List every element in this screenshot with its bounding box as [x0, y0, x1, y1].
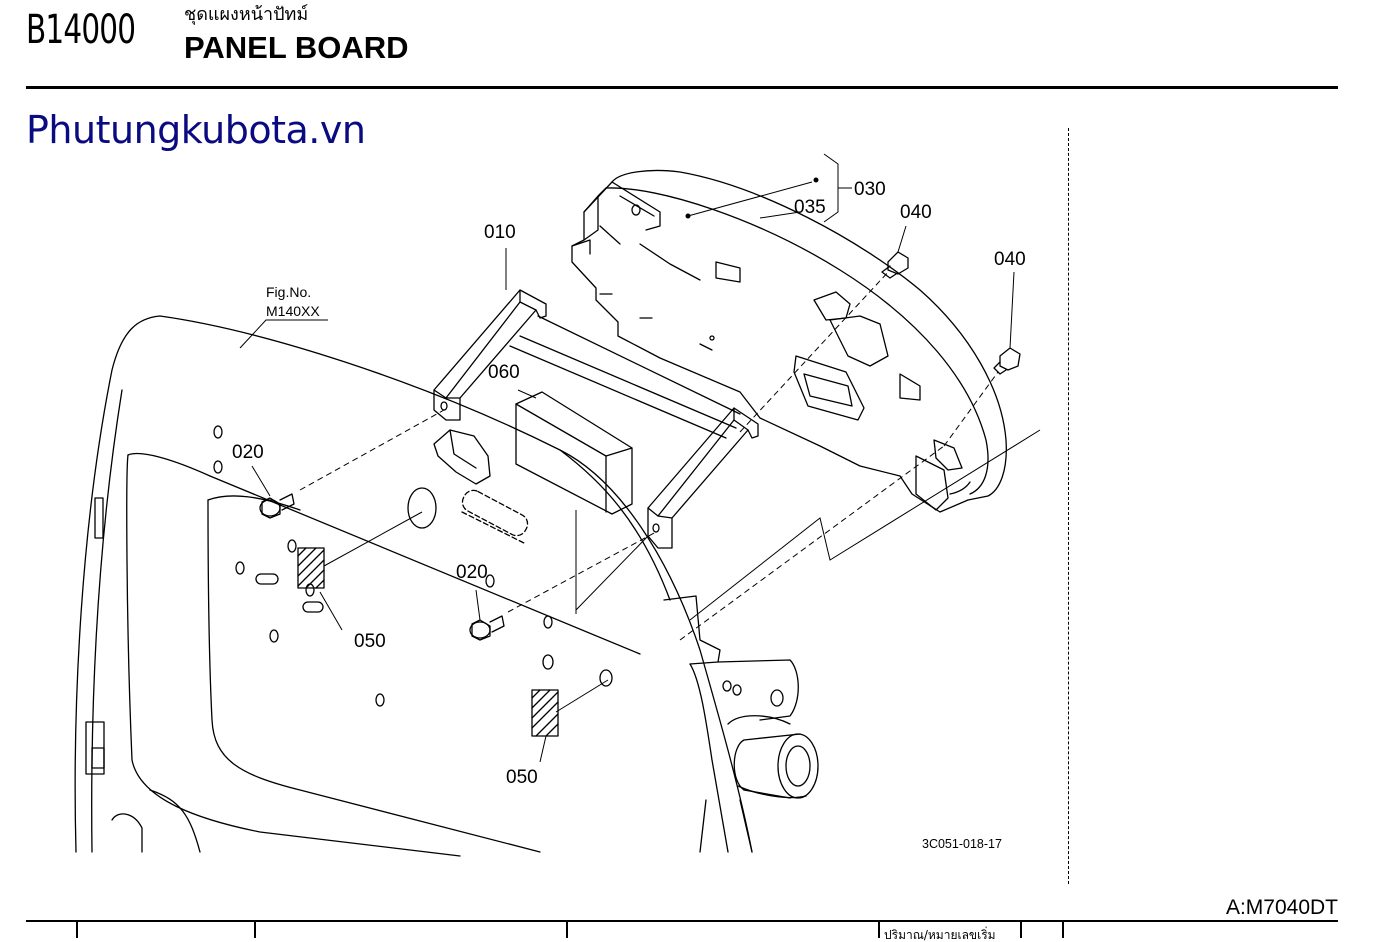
title-english: PANEL BOARD — [184, 30, 409, 65]
part-label-050-lower: 050 — [506, 767, 538, 788]
table-col-divider — [1062, 920, 1064, 938]
panel-clip — [433, 429, 491, 485]
part-060-block — [515, 391, 633, 515]
part-label-060: 060 — [488, 362, 520, 383]
screw-040-right — [993, 347, 1021, 375]
table-col-divider — [878, 920, 880, 938]
label-050-upper — [297, 547, 325, 589]
column-bracket — [663, 595, 819, 853]
fig-ref-line1: Fig.No. — [266, 284, 311, 300]
part-label-035: 035 — [794, 197, 826, 218]
ref-dot-030 — [813, 177, 819, 183]
table-col-divider — [566, 920, 568, 938]
header-rule — [26, 86, 1338, 89]
holder-010 — [433, 289, 759, 549]
assembly-lines — [299, 269, 999, 641]
part-label-010: 010 — [484, 222, 516, 243]
part-label-040-right: 040 — [994, 249, 1026, 270]
part-label-030: 030 — [854, 179, 886, 200]
table-col-divider — [76, 920, 78, 938]
part-label-050-upper: 050 — [354, 631, 386, 652]
leader-lines — [251, 153, 1041, 763]
page-divider-dashed — [1068, 128, 1069, 884]
ref-dot-035 — [685, 213, 691, 219]
fig-reference — [239, 319, 328, 349]
panel-holes — [213, 425, 613, 707]
part-label-040-left: 040 — [900, 202, 932, 223]
title-thai: ชุดแผงหน้าปัทม์ — [184, 4, 309, 25]
dash-panel-body — [74, 315, 753, 857]
catalog-code: B14000 — [26, 7, 136, 53]
fig-ref-line2: M140XX — [266, 303, 320, 319]
table-top-rule — [26, 920, 1338, 922]
watermark-text: Phutungkubota.vn — [26, 108, 366, 152]
label-050-lower — [531, 689, 559, 737]
table-col-divider — [254, 920, 256, 938]
meter-assembly-030 — [571, 169, 1007, 513]
drawing-code: 3C051-018-17 — [922, 837, 1002, 851]
part-label-020-lower: 020 — [456, 562, 488, 583]
model-code: A:M7040DT — [1225, 896, 1338, 919]
part-label-020-upper: 020 — [232, 442, 264, 463]
table-header-quantity: ปริมาณ/หมายเลขเริ่ม — [884, 928, 996, 942]
screw-020-lower — [469, 615, 505, 641]
screw-020-upper — [259, 493, 295, 519]
table-col-divider — [1020, 920, 1022, 938]
